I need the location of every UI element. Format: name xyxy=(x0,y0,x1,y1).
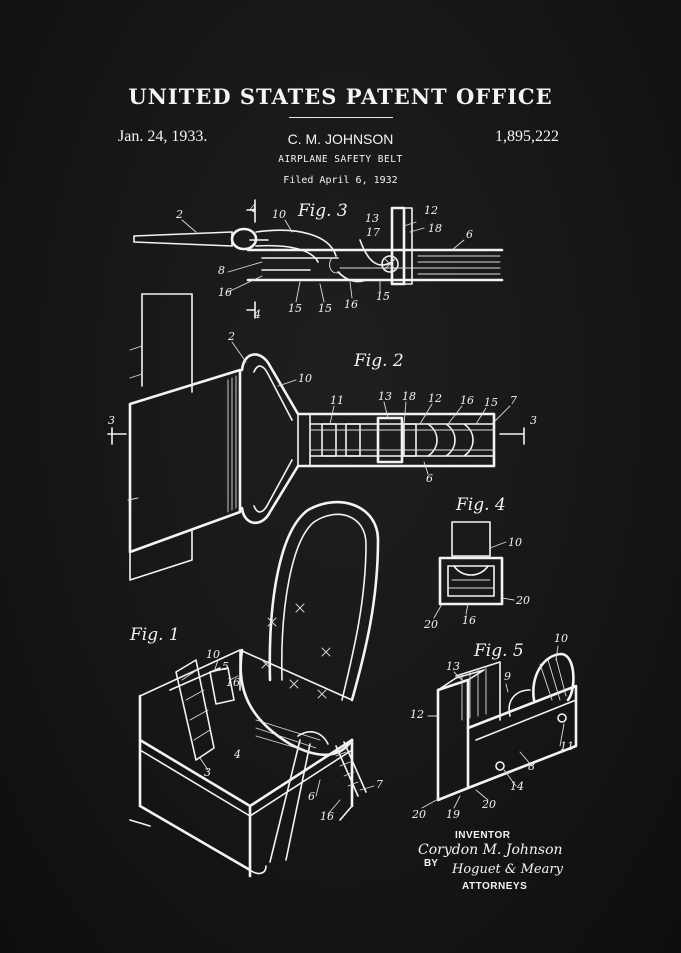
title-underline xyxy=(289,117,393,118)
figure-1-drawing: Fig. 1 10 5 16 4 3 6 xyxy=(129,500,383,878)
reference-numeral: 13 xyxy=(446,660,460,673)
reference-numeral: 5 xyxy=(222,660,229,673)
attorneys-label: ATTORNEYS xyxy=(462,881,528,892)
office-title: UNITED STATES PATENT OFFICE xyxy=(128,84,553,109)
reference-numeral: 15 xyxy=(288,302,302,315)
reference-numeral: 3 xyxy=(108,414,115,427)
reference-numeral: 7 xyxy=(376,778,383,791)
figure-2-drawing: Fig. 2 2 10 11 13 18 12 16 15 xyxy=(107,293,537,581)
reference-numeral: 18 xyxy=(402,390,416,403)
inventor-label: INVENTOR xyxy=(455,830,511,841)
reference-numeral: 15 xyxy=(318,302,332,315)
reference-numeral: 19 xyxy=(446,808,460,821)
reference-numeral: 2 xyxy=(227,330,235,343)
reference-numeral: 10 xyxy=(554,632,568,645)
by-label: BY xyxy=(424,858,438,869)
reference-numeral: 9 xyxy=(504,670,511,683)
reference-numeral: 16 xyxy=(462,614,476,627)
reference-numeral: 10 xyxy=(272,208,286,221)
reference-numeral: 20 xyxy=(411,808,426,821)
reference-numeral: 16 xyxy=(226,676,240,689)
fig-1-label: Fig. 1 xyxy=(129,625,180,645)
reference-numeral: 4 xyxy=(233,748,241,761)
reference-numeral: 13 xyxy=(365,212,379,225)
figure-3-drawing: Fig. 3 2 4 10 13 12 17 18 xyxy=(133,199,504,321)
figure-4-drawing: Fig. 4 10 20 20 16 xyxy=(423,495,530,631)
filed-date: Filed April 6, 1932 xyxy=(283,175,398,186)
fig-4-label: Fig. 4 xyxy=(455,495,506,515)
reference-numeral: 6 xyxy=(426,472,433,485)
reference-numeral: 15 xyxy=(484,396,498,409)
reference-numeral: 14 xyxy=(510,780,524,793)
reference-numeral: 10 xyxy=(298,372,312,385)
reference-numeral: 8 xyxy=(218,264,225,277)
reference-numeral: 10 xyxy=(508,536,522,549)
reference-numeral: 11 xyxy=(330,394,344,407)
reference-numeral: 20 xyxy=(481,798,496,811)
patent-date: Jan. 24, 1933. xyxy=(118,128,208,145)
reference-numeral: 4 xyxy=(253,308,261,321)
reference-numeral: 12 xyxy=(410,708,424,721)
reference-numeral: 10 xyxy=(206,648,220,661)
reference-numeral: 20 xyxy=(515,594,530,607)
reference-numeral: 3 xyxy=(530,414,537,427)
reference-numeral: 17 xyxy=(366,226,380,239)
patent-number: 1,895,222 xyxy=(495,128,559,145)
inventor-name: C. M. JOHNSON xyxy=(287,131,394,147)
reference-numeral: 11 xyxy=(560,740,574,753)
reference-numeral: 16 xyxy=(320,810,334,823)
reference-numeral: 12 xyxy=(424,204,438,217)
reference-numeral: 6 xyxy=(308,790,315,803)
invention-title: AIRPLANE SAFETY BELT xyxy=(278,154,403,165)
reference-numeral: 16 xyxy=(218,286,232,299)
reference-numeral: 16 xyxy=(460,394,474,407)
reference-numeral: 20 xyxy=(423,618,438,631)
reference-numeral: 12 xyxy=(428,392,442,405)
figure-5-drawing: Fig. 5 10 13 9 12 11 8 14 20 19 20 xyxy=(410,632,578,821)
reference-numeral: 4 xyxy=(249,202,257,215)
reference-numeral: 15 xyxy=(376,290,390,303)
fig-2-label: Fig. 2 xyxy=(353,351,404,371)
reference-numeral: 7 xyxy=(510,394,517,407)
attorney-signature: Hoguet & Meary xyxy=(452,862,563,877)
fig-3-label: Fig. 3 xyxy=(297,201,348,221)
inventor-signature: Corydon M. Johnson xyxy=(418,842,563,858)
reference-numeral: 16 xyxy=(344,298,358,311)
reference-numeral: 6 xyxy=(466,228,473,241)
reference-numeral: 3 xyxy=(204,766,211,779)
reference-numeral: 18 xyxy=(428,222,442,235)
fig-5-label: Fig. 5 xyxy=(473,641,524,661)
reference-numeral: 2 xyxy=(175,208,183,221)
reference-numeral: 13 xyxy=(378,390,392,403)
reference-numeral: 8 xyxy=(528,760,535,773)
